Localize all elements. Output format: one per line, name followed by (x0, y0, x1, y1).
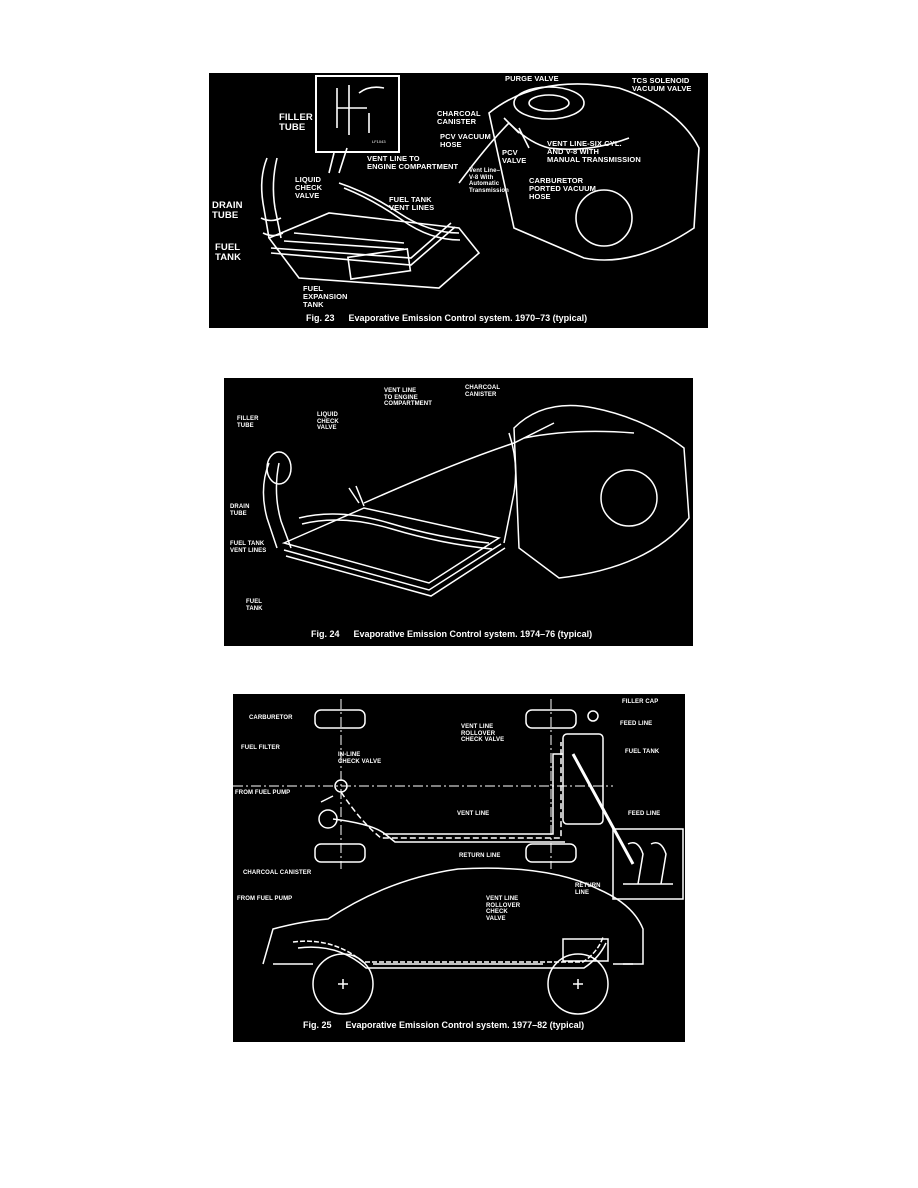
label-vent-line-rollover-check-valve-bottom: VENT LINE ROLLOVER CHECK VALVE (486, 896, 521, 922)
label-return-line-inset: RETURN LINE (575, 883, 601, 896)
figure-24: VENT LINE TO ENGINE COMPARTMENT CHARCOAL… (224, 378, 693, 646)
label-from-fuel-pump-top: FROM FUEL PUMP (235, 790, 291, 796)
fig24-caption: Fig. 24 Evaporative Emission Control syst… (311, 629, 592, 639)
label-fuel-tank: FUEL TANK (246, 599, 263, 612)
label-fuel-tank-vent-lines: FUEL TANK VENT LINES (230, 541, 267, 554)
label-from-fuel-pump-bottom: FROM FUEL PUMP (237, 896, 293, 902)
fig25-caption-text: Evaporative Emission Control system. 197… (345, 1020, 585, 1030)
inset-code: LF1043 (372, 139, 386, 144)
fig25-caption: Fig. 25 Evaporative Emission Control syst… (303, 1020, 584, 1030)
label-liquid-check-valve: LIQUID CHECK VALVE (295, 175, 323, 200)
label-feed-line-inset: FEED LINE (628, 811, 661, 817)
figure-25: FILLER CAP CARBURETOR FEED LINE VENT LIN… (233, 694, 685, 1042)
label-vent-line-six-cyl: VENT LINE-SIX CYL. AND V-8 WITH MANUAL T… (547, 139, 641, 164)
label-pcv-vacuum-hose: PCV VACUUM HOSE (440, 132, 491, 149)
label-charcoal-canister: CHARCOAL CANISTER (243, 870, 312, 876)
label-carburetor: CARBURETOR (249, 715, 293, 721)
fig25-illustration (233, 699, 684, 1015)
label-vent-line-rollover-check-valve: VENT LINE ROLLOVER CHECK VALVE (461, 724, 505, 743)
label-charcoal-canister: CHARCOAL CANISTER (437, 109, 481, 126)
label-purge-valve: PURGE VALVE (505, 74, 559, 83)
label-vent-line: VENT LINE (457, 811, 490, 817)
label-fuel-expansion-tank: FUEL EXPANSION TANK (303, 284, 348, 309)
fig23-caption-number: Fig. 23 (306, 313, 335, 323)
label-vent-line-engine-compartment: VENT LINE TO ENGINE COMPARTMENT (367, 154, 459, 171)
label-vent-line-engine-compartment: VENT LINE TO ENGINE COMPARTMENT (384, 388, 432, 407)
fig23-caption: Fig. 23 Evaporative Emission Control syst… (306, 313, 587, 323)
figure-23: FILLER TUBE PURGE VALVE TCS SOLENOID VAC… (209, 73, 708, 328)
fig23-illustration (260, 75, 700, 289)
fig25-caption-number: Fig. 25 (303, 1020, 332, 1030)
label-pcv-valve: PCV VALVE (502, 148, 527, 165)
label-fuel-tank: FUEL TANK (215, 242, 242, 263)
label-filler-cap: FILLER CAP (622, 699, 659, 705)
label-carburetor-ported-vacuum-hose: CARBURETOR PORTED VACUUM HOSE (529, 176, 596, 201)
label-fuel-tank: FUEL TANK (625, 749, 660, 755)
label-liquid-check-valve: LIQUID CHECK VALVE (317, 412, 339, 431)
label-in-line-check-valve: IN-LINE CHECK VALVE (338, 752, 382, 765)
label-filler-tube: FILLER TUBE (237, 416, 259, 429)
label-charcoal-canister: CHARCOAL CANISTER (465, 385, 501, 398)
fig23-caption-text: Evaporative Emission Control system. 197… (348, 313, 588, 323)
fig24-caption-number: Fig. 24 (311, 629, 340, 639)
label-vent-line-v8-automatic: Vent Line– V-8 With Automatic Transmissi… (469, 168, 509, 194)
fig24-illustration (262, 404, 690, 597)
fig24-caption-text: Evaporative Emission Control system. 197… (353, 629, 593, 639)
label-tcs-solenoid-vacuum-valve: TCS SOLENOID VACUUM VALVE (632, 76, 692, 93)
label-drain-tube: DRAIN TUBE (212, 200, 243, 221)
label-drain-tube: DRAIN TUBE (230, 504, 250, 517)
label-return-line: RETURN LINE (459, 853, 501, 859)
label-fuel-tank-vent-lines: FUEL TANK VENT LINES (389, 195, 435, 212)
label-fuel-filter: FUEL FILTER (241, 745, 280, 751)
label-filler-tube: FILLER TUBE (279, 112, 313, 133)
label-feed-line-top: FEED LINE (620, 721, 653, 727)
